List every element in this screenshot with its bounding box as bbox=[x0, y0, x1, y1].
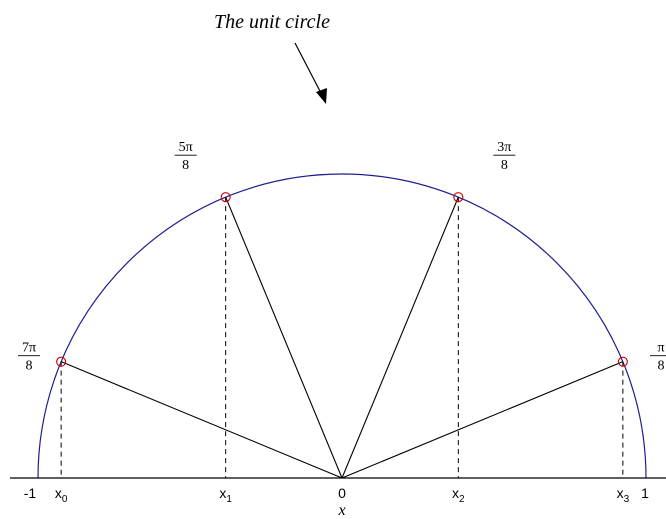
angle-label-denominator: 8 bbox=[182, 158, 189, 173]
angle-label-numerator: 3π bbox=[497, 140, 511, 155]
angle-label-numerator: π bbox=[657, 341, 664, 356]
angle-label-denominator: 8 bbox=[26, 359, 33, 374]
angle-label-numerator: 5π bbox=[179, 140, 193, 155]
axis-tick-zero: 0 bbox=[338, 485, 346, 501]
node-x-label-subscript: 0 bbox=[62, 494, 68, 505]
angle-label-denominator: 8 bbox=[658, 359, 665, 374]
radial-line bbox=[341, 361, 624, 479]
node-x-label: x0 bbox=[55, 485, 68, 505]
node-x-label-base: x bbox=[452, 485, 459, 501]
node-x-label: x2 bbox=[452, 485, 465, 505]
radial-line bbox=[60, 361, 343, 479]
axis-tick-one: 1 bbox=[641, 485, 649, 501]
axis-tick-minus-one: -1 bbox=[24, 485, 37, 501]
title-label: The unit circle bbox=[214, 11, 330, 33]
angle-label-denominator: 8 bbox=[501, 158, 508, 173]
unit-circle-arc bbox=[37, 173, 647, 479]
node-marker bbox=[56, 356, 67, 367]
node-x-label-base: x bbox=[55, 485, 62, 501]
node-marker bbox=[453, 192, 464, 203]
radial-line bbox=[341, 196, 459, 479]
node-x-label: x3 bbox=[617, 485, 630, 505]
node-x-label-subscript: 3 bbox=[624, 494, 630, 505]
x-axis-label: x bbox=[337, 502, 345, 519]
node-x-label: x1 bbox=[219, 485, 232, 505]
title-arrow-head bbox=[316, 88, 327, 104]
node-x-label-base: x bbox=[219, 485, 226, 501]
node-x-label-subscript: 2 bbox=[459, 494, 465, 505]
node-x-label-base: x bbox=[617, 485, 624, 501]
node-x-label-subscript: 1 bbox=[226, 494, 232, 505]
radial-line bbox=[225, 196, 343, 479]
node-marker bbox=[617, 356, 628, 367]
node-marker bbox=[220, 192, 231, 203]
title-arrow-shaft bbox=[294, 42, 323, 96]
angle-label-numerator: 7π bbox=[22, 341, 36, 356]
